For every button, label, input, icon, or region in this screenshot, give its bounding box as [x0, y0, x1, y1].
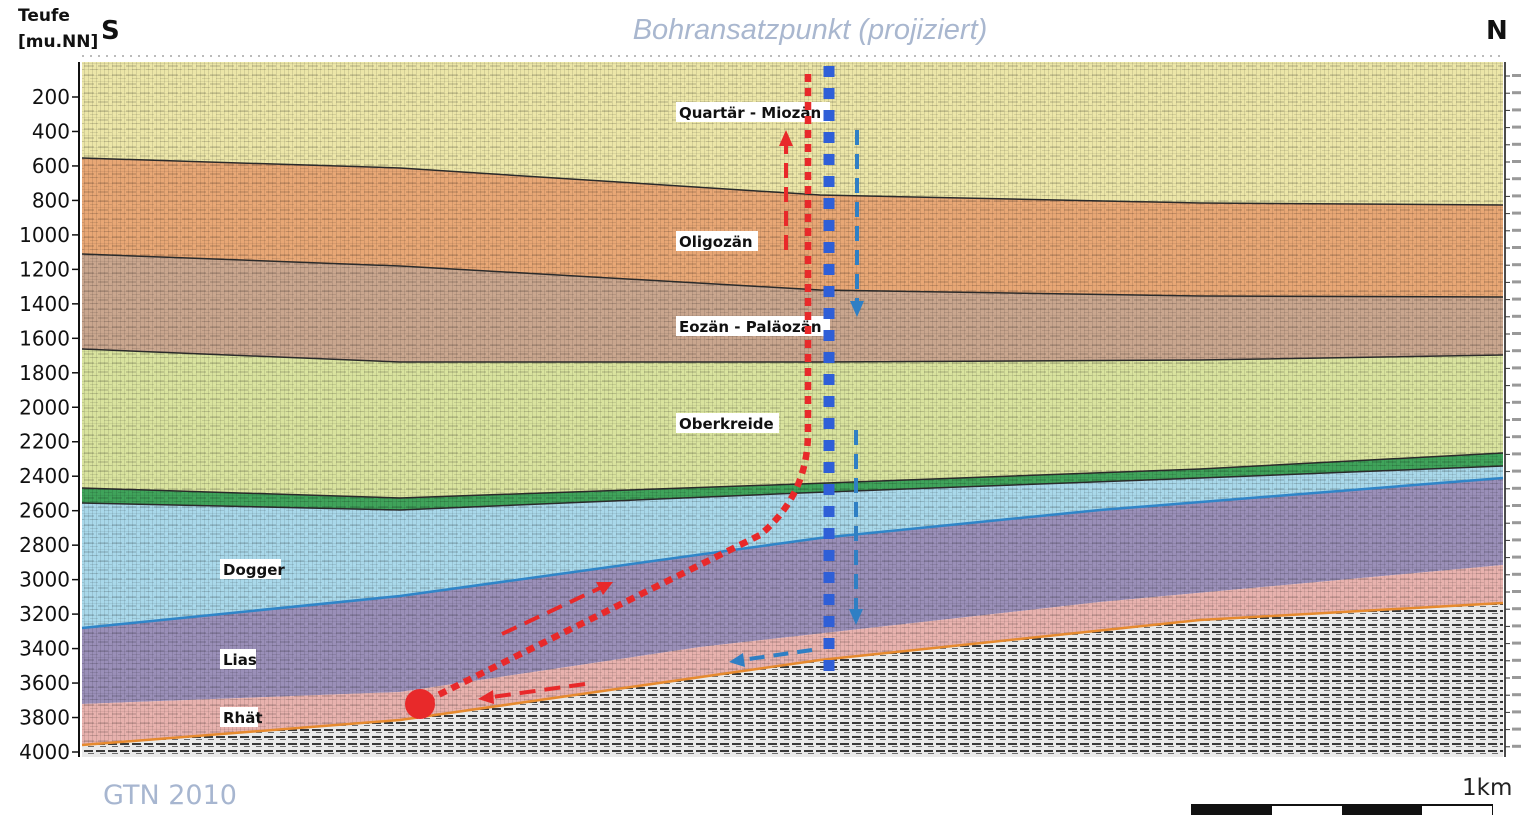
- depth-tick-label: 3200: [19, 602, 70, 626]
- scale-bar: [1191, 804, 1493, 815]
- scale-bar-label: 1km: [1462, 775, 1513, 801]
- depth-tick-label: 2800: [19, 533, 70, 557]
- svg-text:Quartär - Miozän: Quartär - Miozän: [679, 104, 821, 122]
- layer-contacts: [81, 55, 1504, 747]
- flow-arrows-red: [478, 130, 793, 704]
- direction-north-label: N: [1486, 16, 1508, 46]
- depth-tick-label: 3600: [19, 671, 70, 695]
- depth-tick-label: 600: [32, 154, 70, 178]
- label-lias: Lias: [220, 649, 257, 669]
- depth-axis-title-line2: [mu.NN]: [18, 32, 99, 52]
- rhaet-base-line: [81, 601, 1504, 747]
- depth-tick-label: 2400: [19, 464, 70, 488]
- svg-text:Dogger: Dogger: [223, 561, 285, 579]
- depth-tick-label: 1600: [19, 326, 70, 350]
- svg-text:Eozän - Paläozän: Eozän - Paläozän: [679, 318, 822, 336]
- label-dogger: Dogger: [220, 559, 285, 579]
- depth-tick-label: 2000: [19, 395, 70, 419]
- depth-tick-label: 1000: [19, 223, 70, 247]
- seismic-texture: [82, 62, 1503, 745]
- well-target-point: [405, 689, 435, 719]
- label-eozaen-palaeozaen: Eozän - Paläozän: [676, 316, 830, 336]
- label-rhaet: Rhät: [220, 707, 263, 727]
- depth-tick-label: 4000: [19, 740, 70, 764]
- layer-labels: Quartär - Miozän Oligozän Eozän - Paläoz…: [220, 102, 830, 727]
- depth-tick-label: 800: [32, 188, 70, 212]
- layer-9: [82, 603, 1503, 757]
- borehole-title: Bohransatzpunkt (projiziert): [632, 14, 988, 46]
- svg-text:Oberkreide: Oberkreide: [679, 415, 774, 433]
- depth-tick-label: 3800: [19, 706, 70, 730]
- depth-tick-label: 400: [32, 119, 70, 143]
- direction-south-label: S: [101, 16, 120, 46]
- source-credit: GTN 2010: [103, 780, 237, 811]
- production-well: [405, 74, 812, 719]
- label-oligozaen: Oligozän: [676, 231, 758, 251]
- depth-axis-title-line1: Teufe: [18, 6, 70, 26]
- right-tick-column: [1504, 62, 1521, 757]
- depth-tick-label: 1400: [19, 292, 70, 316]
- label-quartaer-miozaen: Quartär - Miozän: [676, 102, 830, 122]
- depth-axis: 200 400 600 800 1000 1200 1400 1600 1800 2000 2200…: [19, 62, 80, 764]
- depth-tick-label: 2200: [19, 430, 70, 454]
- depth-tick-label: 3400: [19, 637, 70, 661]
- svg-text:Rhät: Rhät: [223, 709, 263, 727]
- label-oberkreide: Oberkreide: [676, 413, 779, 433]
- depth-tick-label: 1200: [19, 257, 70, 281]
- flow-arrows-blue: [729, 130, 864, 667]
- depth-tick-label: 3000: [19, 568, 70, 592]
- dogger-top-line: [81, 476, 1504, 630]
- svg-text:Oligozän: Oligozän: [679, 233, 753, 251]
- depth-tick-label: 1800: [19, 361, 70, 385]
- depth-tick-label: 2600: [19, 499, 70, 523]
- depth-tick-label: 200: [32, 85, 70, 109]
- svg-text:Lias: Lias: [223, 651, 257, 669]
